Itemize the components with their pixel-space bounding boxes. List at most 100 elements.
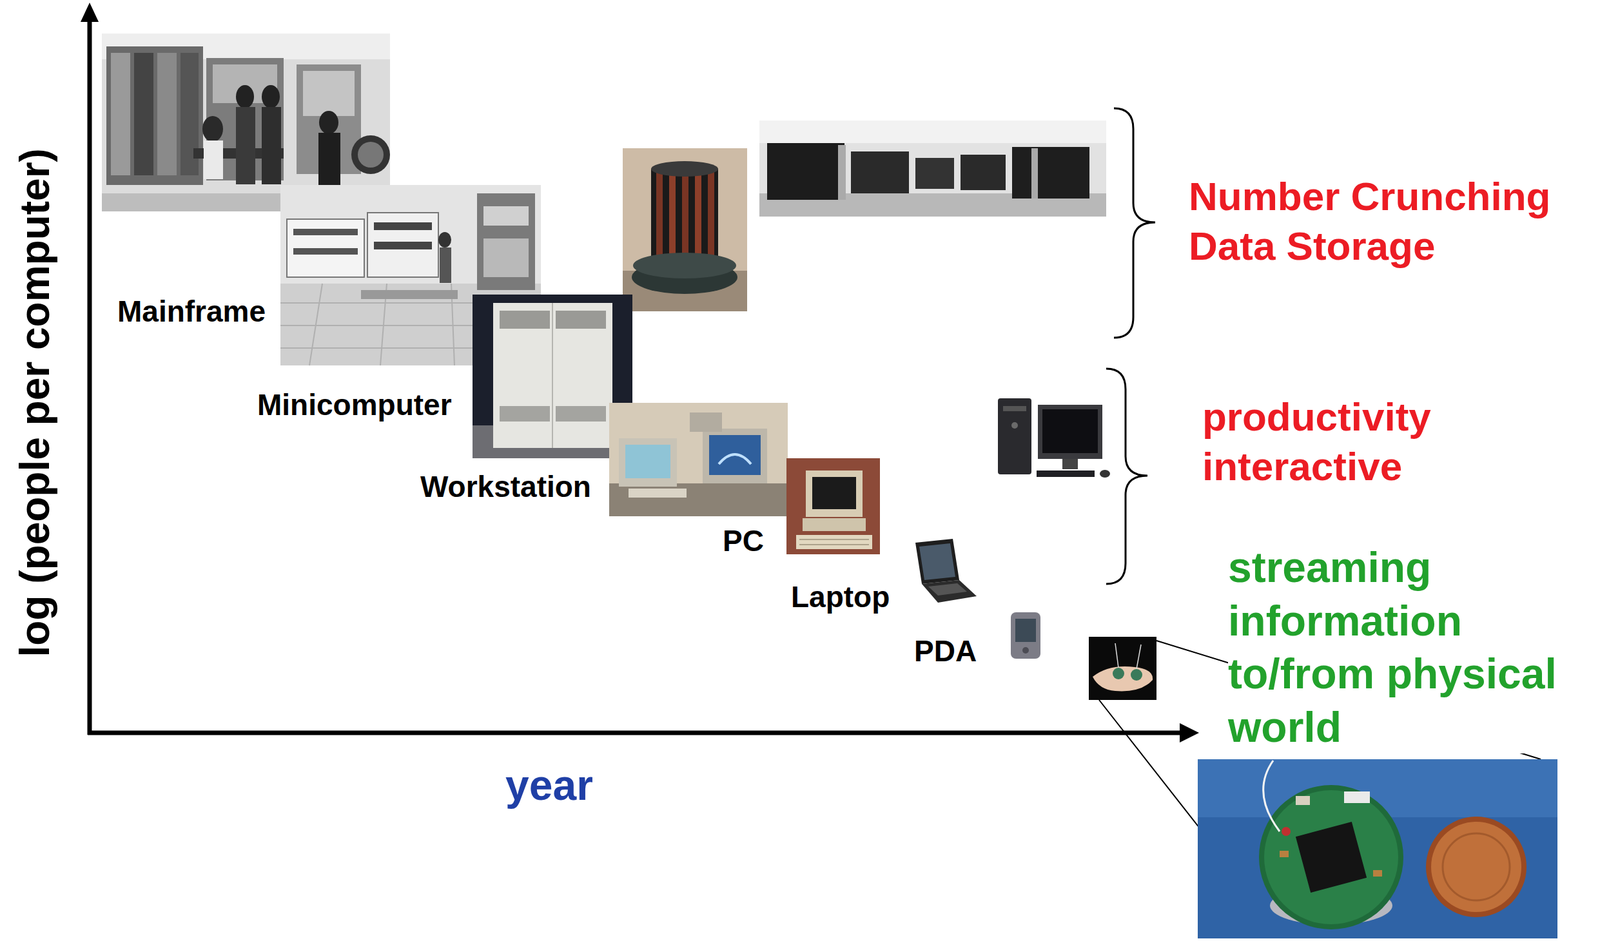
- axes-part: [87, 731, 1184, 736]
- desktop-photo-part: [1062, 458, 1078, 470]
- supercomputer-photo-part: [633, 252, 737, 279]
- supercomputer-photo-part: [651, 161, 719, 177]
- category-label-box: productivity interactive: [1202, 391, 1474, 492]
- era-label-box: Minicomputer: [257, 388, 452, 423]
- laptop-photo-part: [919, 543, 956, 581]
- desk-workstation-photo-part: [625, 444, 671, 479]
- desk-workstation-photo-part: [689, 412, 722, 432]
- datacenter-photo-part: [915, 157, 955, 189]
- mainframe-photo-part: [203, 140, 224, 180]
- mainframe-photo-part: [302, 70, 355, 117]
- mote-in-hand-photo-part: [1130, 669, 1143, 681]
- desk-workstation-photo-part: [618, 438, 677, 487]
- grouping-brace-part: [1113, 108, 1156, 338]
- era-label-box: Workstation: [420, 469, 592, 505]
- illustration-part-part: [799, 544, 869, 546]
- axes: [80, 2, 1200, 743]
- axis-title-box: year: [505, 761, 594, 811]
- mote-in-hand-photo-part: [1092, 666, 1153, 692]
- category-label: productivity interactive: [1202, 391, 1474, 492]
- minicomputer-photo-part: [438, 232, 452, 248]
- workstation-photo-part: [555, 406, 606, 422]
- category-label: streaming information to/from physical w…: [1228, 540, 1570, 754]
- era-label: Minicomputer: [257, 388, 452, 423]
- pda-photo-part: [1010, 612, 1041, 659]
- mote-photo-part: [1344, 791, 1370, 804]
- desktop-photo-part: [1003, 406, 1027, 412]
- mote-photo-part: [1295, 796, 1310, 806]
- datacenter-photo-part: [767, 143, 845, 200]
- mote-photo-part: [1264, 790, 1399, 925]
- mote-in-hand-photo: [1088, 636, 1157, 701]
- mainframe-photo-part: [319, 110, 339, 135]
- illustration-part: [799, 539, 869, 545]
- pc-photo-part: [802, 518, 866, 532]
- mote-photo-part: [1279, 850, 1289, 858]
- minicomputer-photo-part: [477, 193, 536, 291]
- minicomputer-photo-part: [360, 290, 458, 300]
- axes-part: [1179, 723, 1200, 743]
- era-label: Workstation: [420, 469, 592, 505]
- workstation-photo-part: [551, 302, 554, 449]
- era-label-box: Mainframe: [117, 294, 266, 329]
- minicomputer-photo-part: [483, 238, 529, 278]
- mote-photo-part: [1373, 870, 1383, 877]
- desk-workstation-photo-part: [702, 428, 768, 484]
- mainframe-photo: [101, 33, 391, 212]
- workstation-photo-part: [555, 310, 606, 329]
- zoom-leader-lines-part: [1099, 700, 1200, 829]
- minicomputer-photo-part: [286, 219, 365, 278]
- mainframe-photo-part: [351, 135, 391, 175]
- era-label-box: PDA: [914, 634, 977, 669]
- pda-photo-part: [1022, 647, 1029, 654]
- illustration-part-part: [309, 283, 323, 366]
- mote-in-hand-photo-part: [1115, 643, 1119, 668]
- workstation-photo-part: [472, 294, 633, 459]
- minicomputer-photo-part: [373, 241, 432, 250]
- era-label: PDA: [914, 634, 977, 669]
- illustration-part-part: [799, 538, 869, 541]
- minicomputer-photo-part: [373, 222, 432, 231]
- era-label-box: PC: [722, 524, 764, 559]
- mote-photo-part: [1431, 821, 1522, 913]
- mainframe-photo-part: [202, 116, 224, 142]
- laptop-photo: [915, 538, 977, 603]
- mainframe-photo-part: [110, 52, 131, 176]
- grouping-brace-part: [1106, 368, 1148, 585]
- minicomputer-photo-part: [483, 206, 529, 226]
- era-label: Mainframe: [117, 294, 266, 329]
- mote-in-hand-photo-part: [1112, 667, 1125, 680]
- pc-photo-part: [805, 470, 863, 518]
- workstation-photo-part: [499, 310, 550, 329]
- desktop-photo-part: [1037, 404, 1103, 459]
- mainframe-photo-part: [235, 107, 256, 185]
- desktop-photo-part: [1011, 422, 1018, 429]
- desk-workstation-photo-part: [718, 454, 752, 465]
- workstation-photo: [472, 294, 633, 459]
- mote-in-hand-photo-part: [1088, 636, 1157, 701]
- datacenter-photo-part: [960, 154, 1006, 191]
- mainframe-photo-part: [357, 141, 384, 168]
- mote-photo-part: [1425, 816, 1527, 918]
- mainframe-photo-part: [261, 107, 282, 185]
- mote-photo-part: [1197, 759, 1558, 939]
- workstation-photo-part: [499, 406, 550, 422]
- datacenter-photo: [759, 120, 1107, 217]
- desk-workstation-photo-part: [609, 483, 788, 517]
- supercomputer-photo: [622, 148, 748, 312]
- category-label: Number Crunching Data Storage: [1188, 171, 1589, 272]
- laptop-photo-part: [921, 580, 977, 603]
- mote-in-hand-photo-part: [1136, 644, 1142, 670]
- desktop-photo-part: [1036, 470, 1095, 478]
- mainframe-photo-part: [261, 85, 280, 109]
- category-label-box: streaming information to/from physical w…: [1228, 540, 1570, 754]
- mote-photo-part: [1258, 785, 1404, 930]
- desk-workstation-photo: [609, 402, 788, 517]
- supercomputer-photo-part: [622, 148, 748, 312]
- laptop-photo-part: [915, 538, 960, 585]
- minicomputer-photo-part: [293, 248, 358, 255]
- axis-title: year: [505, 761, 594, 811]
- pc-photo: [786, 458, 880, 555]
- pc-photo-part: [786, 458, 880, 555]
